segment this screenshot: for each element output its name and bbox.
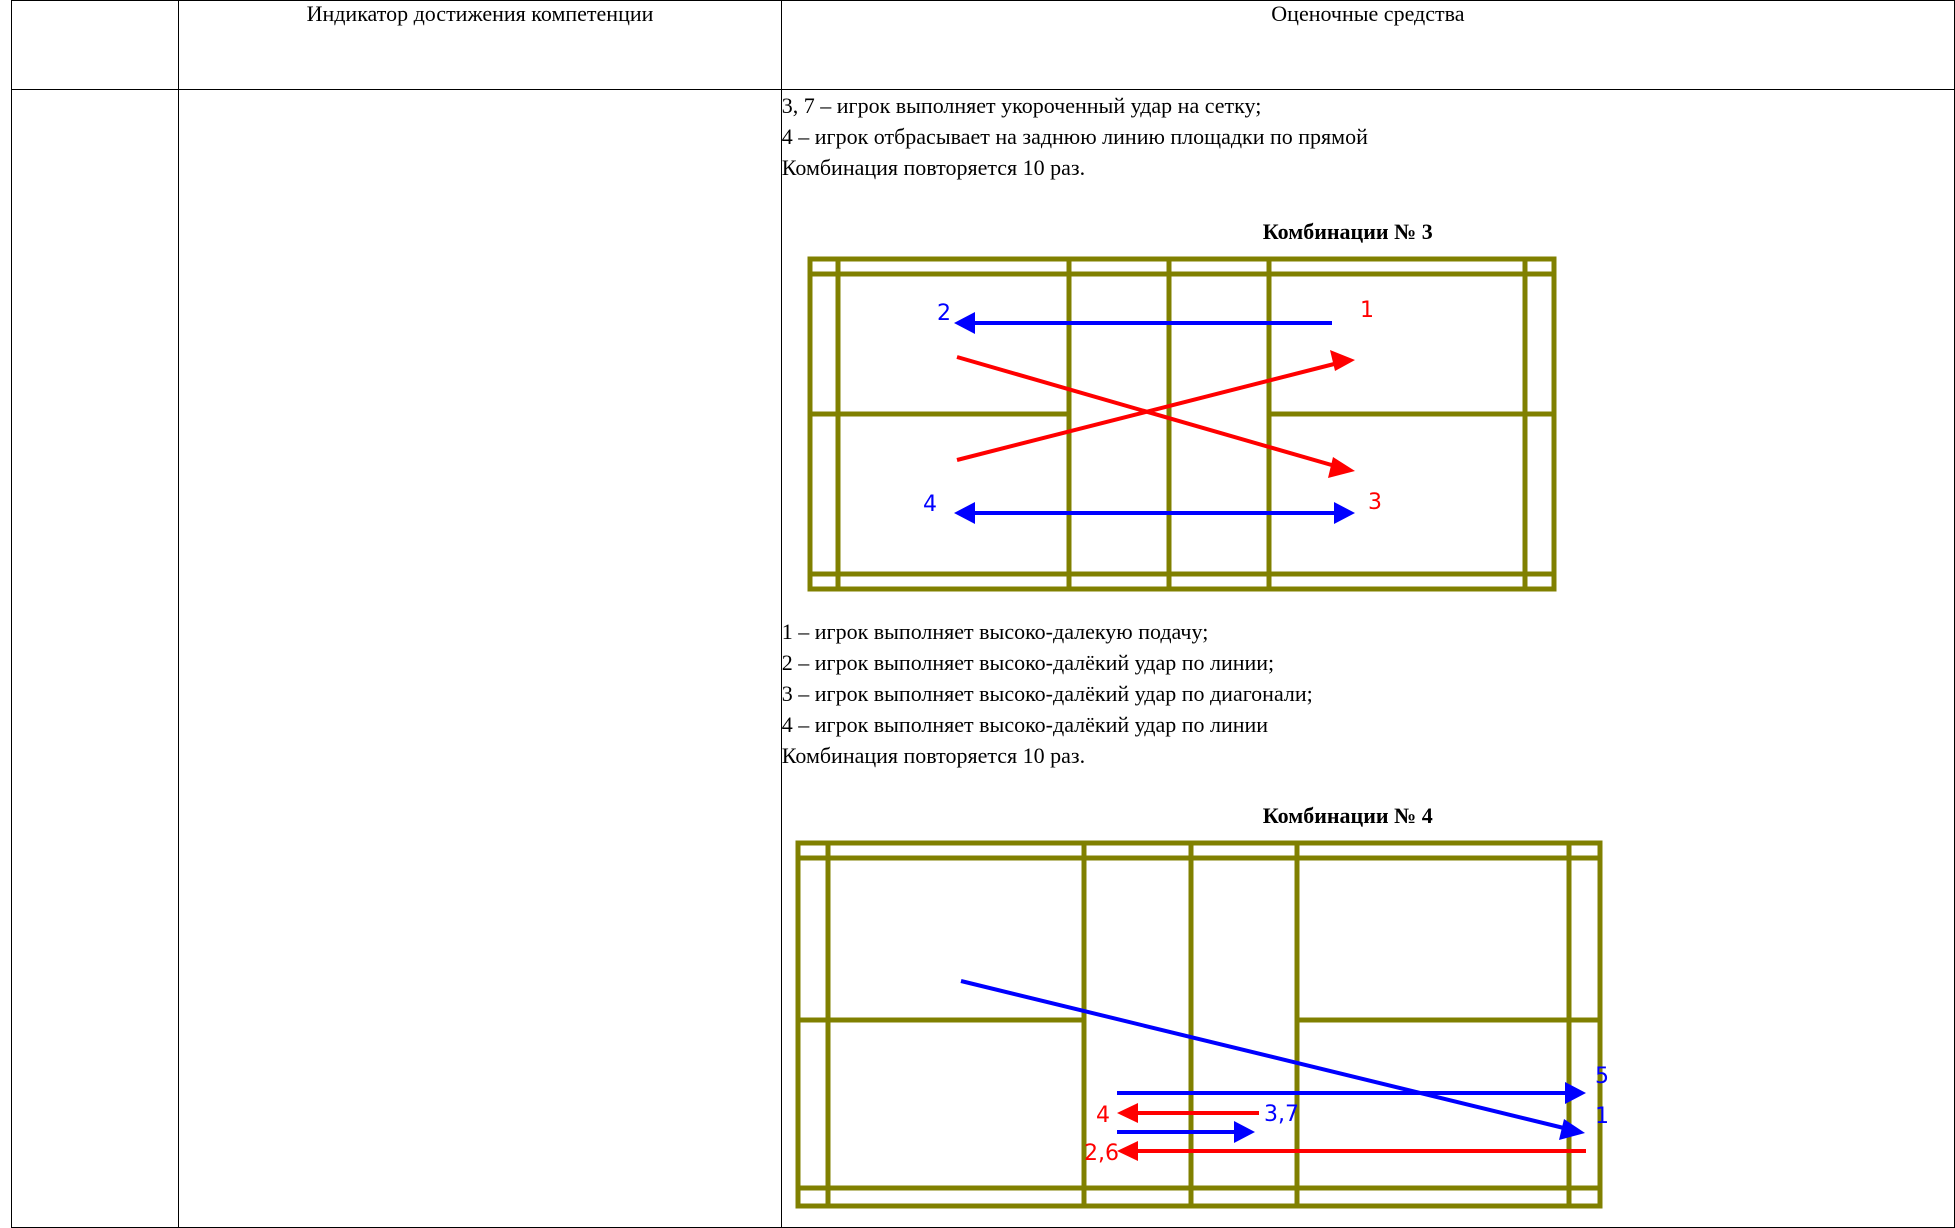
intro-line-2: 4 – игрок отбрасывает на заднюю линию пл… [781, 124, 1368, 149]
combo3-shot-4-arrow [953, 502, 1355, 524]
body-cell-assessment: 3, 7 – игрок выполняет укороченный удар … [780, 89, 1955, 1228]
combo3-shot-2-arrow [953, 312, 1332, 334]
combo4-court-diagram: 5 1 4 3,7 2,6 [795, 840, 1609, 1209]
assessment-table: Индикатор достижения компетенции Оценочн… [10, 0, 1955, 1228]
combo3-court-diagram: 1 2 3 4 [807, 256, 1557, 592]
body-cell-number [10, 89, 180, 1228]
combo4-label-4: 4 [1096, 1103, 1110, 1128]
combo3-title: Комбинации № 3 [1262, 219, 1433, 244]
combo4-shot-5-arrow [1116, 1082, 1586, 1104]
combo3-court-lines [807, 256, 1557, 592]
combo3-court-outline [807, 256, 1557, 592]
combo3-desc-line-5: Комбинация повторяется 10 раз. [781, 743, 1086, 768]
combo3-desc-line-4: 4 – игрок выполняет высоко-далёкий удар … [781, 712, 1269, 737]
combo3-desc-line-3: 3 – игрок выполняет высоко-далёкий удар … [781, 681, 1313, 706]
intro-line-3: Комбинация повторяется 10 раз. [781, 155, 1086, 180]
combo3-shot-1-arrow [956, 350, 1355, 462]
header-cell-number [10, 0, 180, 90]
combo3-label-4: 4 [923, 492, 937, 517]
combo4-shot-2-6-arrow [1116, 1141, 1586, 1161]
combo4-label-2-6: 2,6 [1084, 1141, 1119, 1166]
combo4-label-1: 1 [1595, 1104, 1609, 1129]
combo4-label-5: 5 [1595, 1064, 1609, 1089]
combo3-label-2: 2 [937, 301, 951, 326]
combo4-court-lines [795, 840, 1603, 1209]
header-cell-assessment: Оценочные средства [780, 0, 1955, 90]
combo3-label-1: 1 [1360, 298, 1374, 323]
combo3-shot-3-arrow [956, 355, 1355, 478]
intro-line-1: 3, 7 – игрок выполняет укороченный удар … [781, 93, 1262, 118]
combo4-court-outline [795, 840, 1603, 1209]
combo3-desc-line-1: 1 – игрок выполняет высоко-далекую подач… [781, 619, 1209, 644]
table-body-row: 3, 7 – игрок выполняет укороченный удар … [10, 89, 1955, 1228]
body-cell-indicator [178, 89, 782, 1228]
table-header-row: Индикатор достижения компетенции Оценочн… [10, 0, 1955, 90]
combo4-title: Комбинации № 4 [1262, 803, 1433, 828]
header-cell-indicator: Индикатор достижения компетенции [178, 0, 782, 90]
combo4-shot-4-arrow [1116, 1103, 1259, 1123]
combo3-desc-line-2: 2 – игрок выполняет высоко-далёкий удар … [781, 650, 1275, 675]
combo4-label-3-7: 3,7 [1264, 1102, 1299, 1127]
combo4-diagonal-shot-arrow [960, 979, 1585, 1140]
combo4-shot-3-7-arrow [1116, 1121, 1255, 1143]
combo3-label-3: 3 [1368, 490, 1382, 515]
